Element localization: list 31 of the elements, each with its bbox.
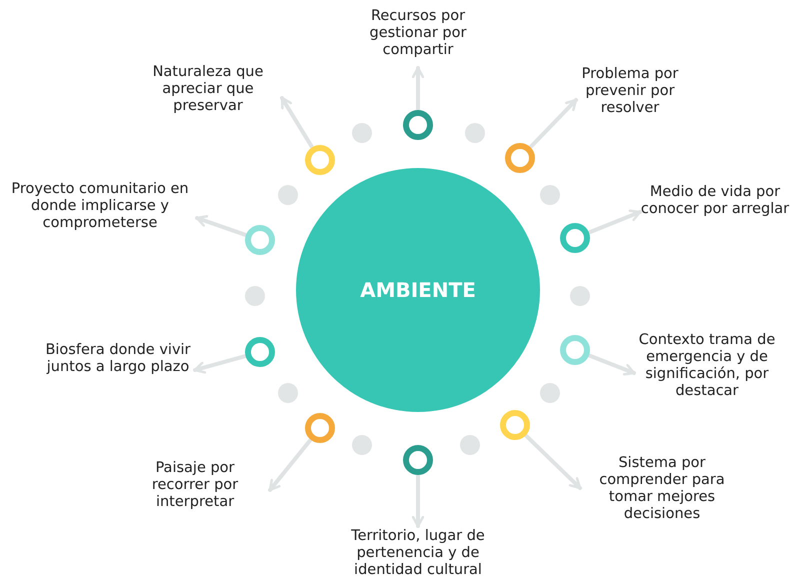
ring-marker xyxy=(305,413,335,443)
ring-marker xyxy=(305,145,335,175)
arrow xyxy=(588,209,642,234)
arrow xyxy=(529,98,578,148)
ring-marker xyxy=(403,110,433,140)
concept-label: Naturaleza que apreciar que preservar xyxy=(133,64,283,115)
arrow xyxy=(280,96,314,148)
arrow xyxy=(588,354,636,376)
concept-label: Recursos por gestionar por compartir xyxy=(348,8,488,59)
arrow xyxy=(268,438,312,492)
concept-label: Proyecto comunitario en donde implicarse y comprometerse xyxy=(2,181,198,232)
concept-label: Territorio, lugar de pertenencia y de identidad cultural xyxy=(330,528,506,579)
ring-marker xyxy=(500,410,530,440)
ring-marker xyxy=(403,445,433,475)
concept-label: Paisaje por recorrer por interpretar xyxy=(125,460,265,511)
center-circle: AMBIENTE xyxy=(296,168,540,412)
ring-marker xyxy=(560,223,590,253)
arrow xyxy=(412,474,424,528)
concept-label: Contexto trama de emergencia y de significación, por destacar xyxy=(632,332,782,400)
arrow xyxy=(412,66,424,111)
ring-marker xyxy=(560,335,590,365)
concept-label: Biosfera donde vivir juntos a largo plazo xyxy=(45,342,191,376)
ring-marker xyxy=(505,143,535,173)
arrow xyxy=(193,354,247,374)
concept-label: Problema por prevenir por resolver xyxy=(555,66,705,117)
arrow xyxy=(524,434,582,490)
concept-label: Medio de vida por conocer por arreglar xyxy=(640,184,790,218)
ring-marker xyxy=(245,337,275,367)
arrow xyxy=(195,215,247,237)
ring-marker xyxy=(245,225,275,255)
concept-label: Sistema por comprender para tomar mejores decisiones xyxy=(582,455,742,523)
